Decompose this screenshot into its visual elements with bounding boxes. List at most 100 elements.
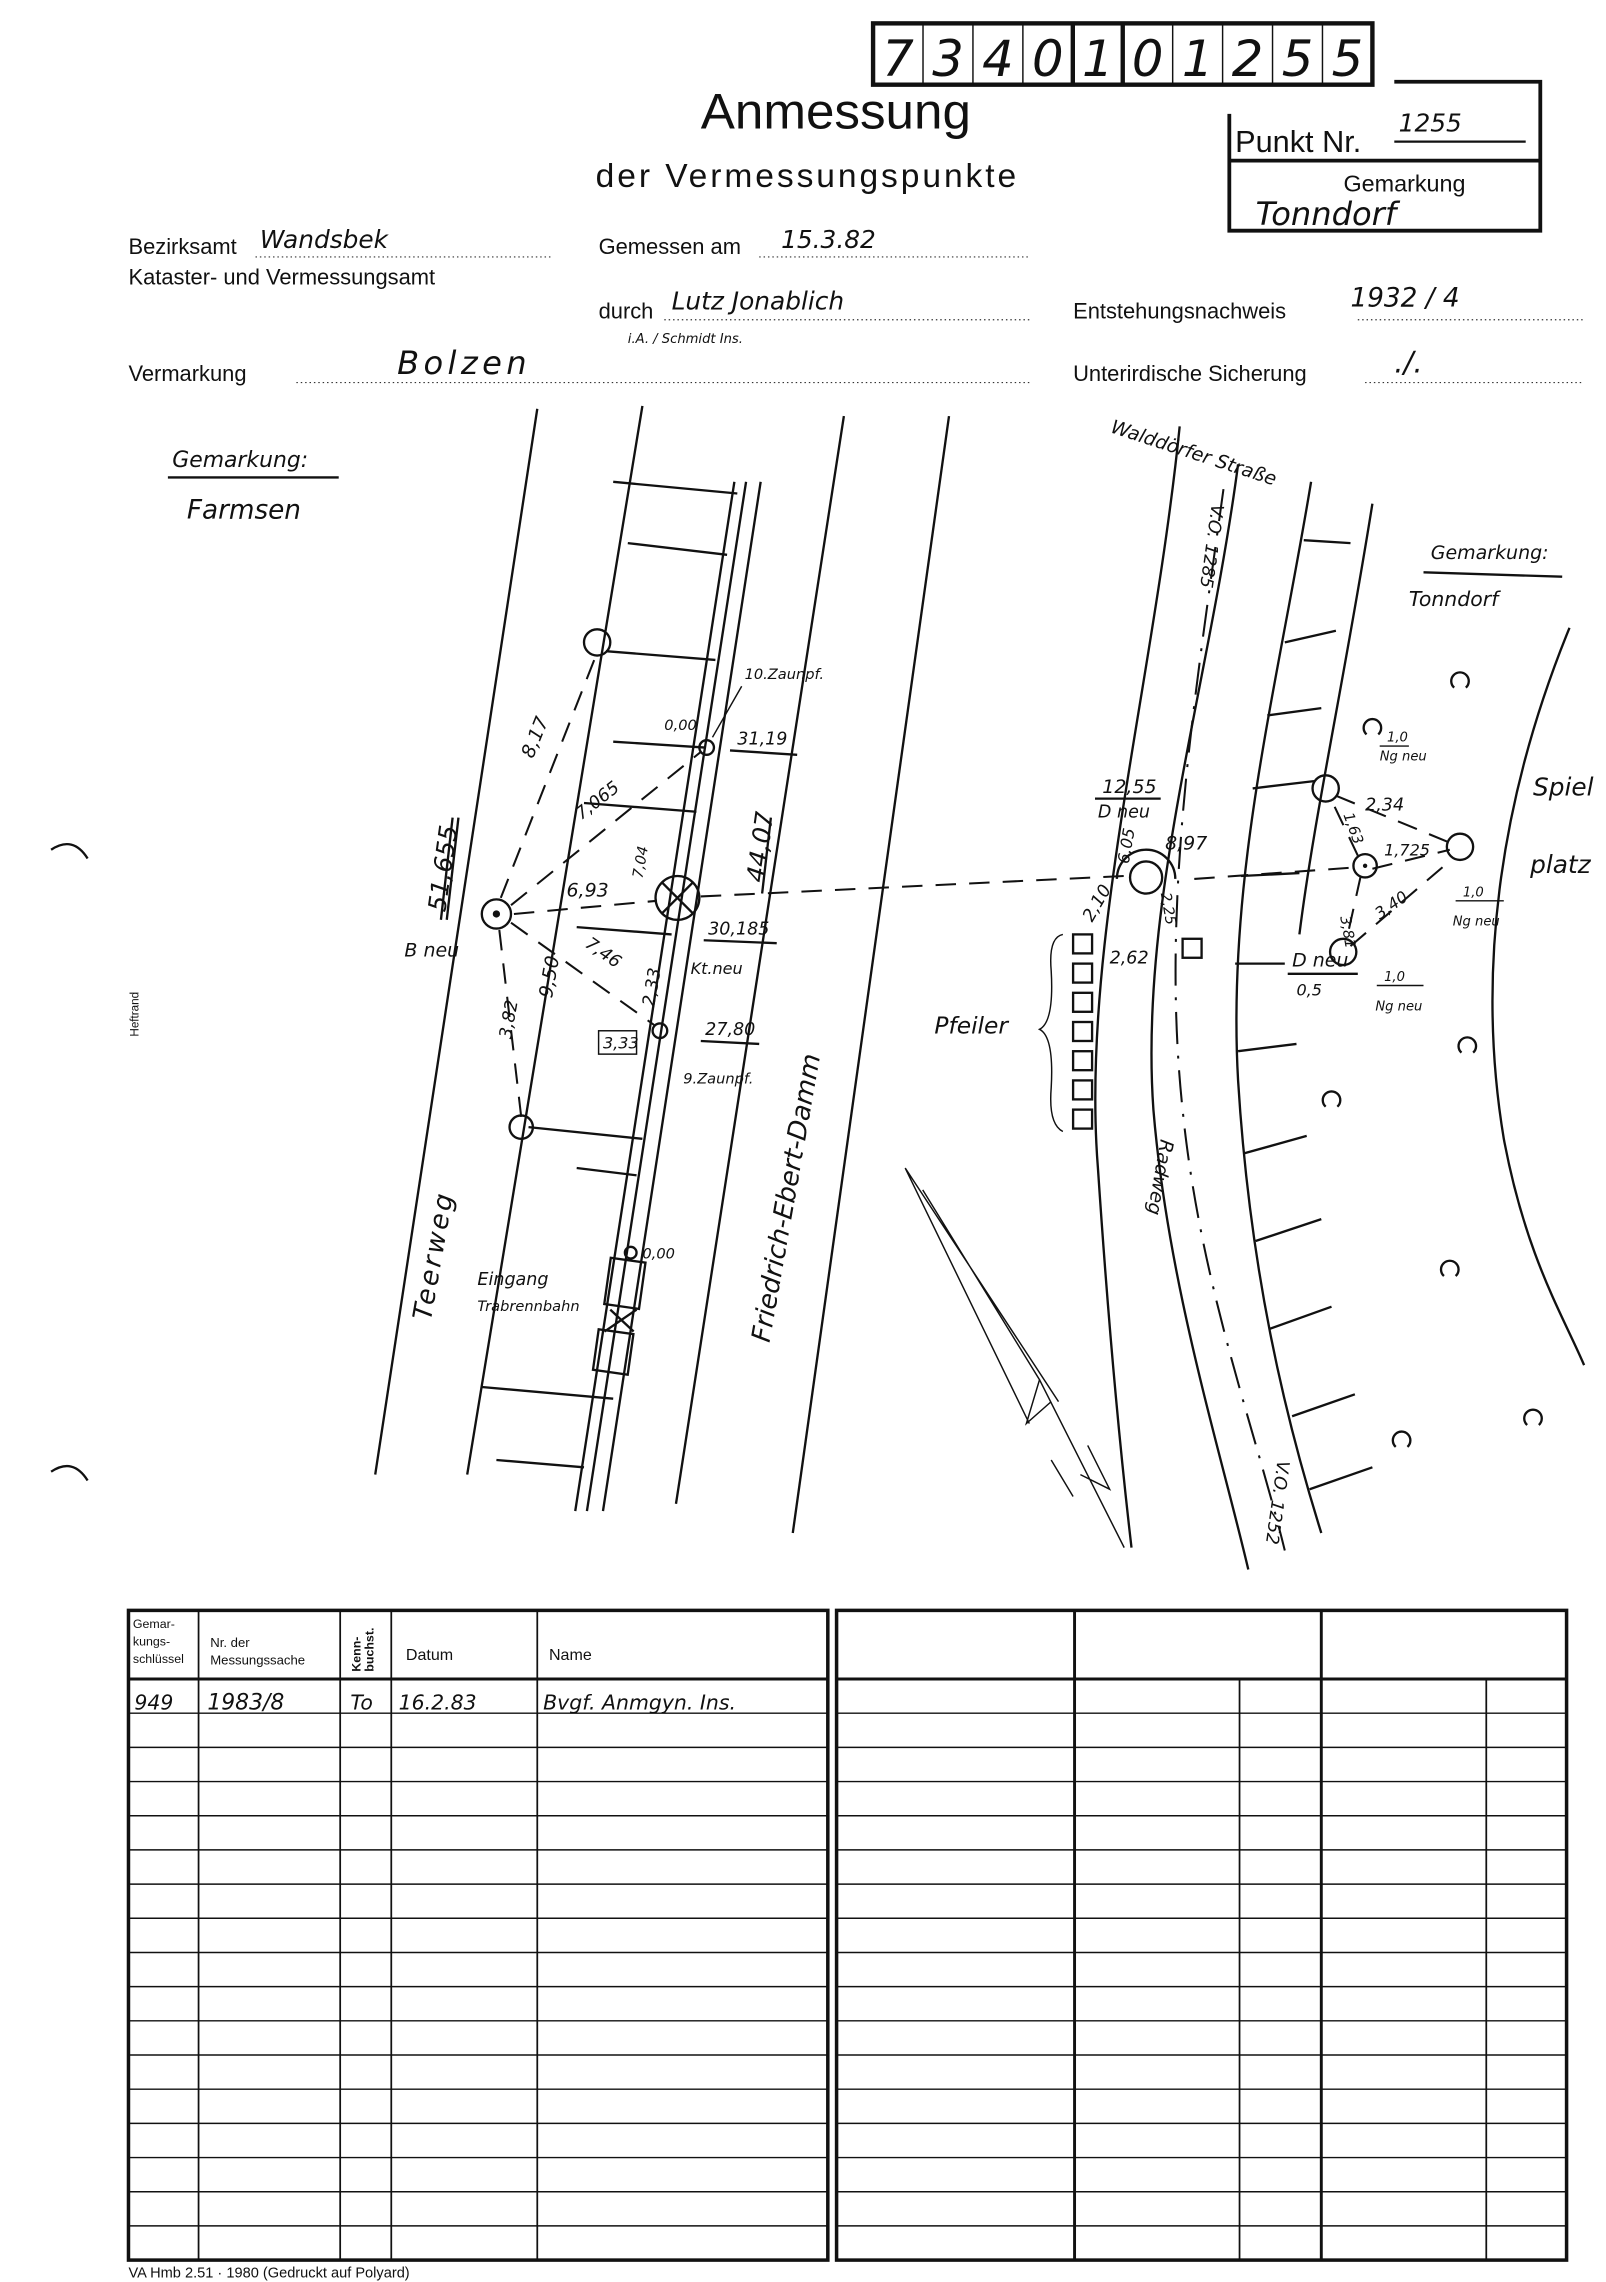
street-walddoerfer: Walddörfer Straße: [1108, 416, 1279, 490]
bush-icon: [1439, 1259, 1460, 1277]
measure-label: 8,97: [1165, 833, 1207, 855]
survey-drawing: Gemarkung: Farmsen: [50, 405, 1594, 1570]
pillar-icon: [1071, 962, 1094, 984]
measure-label: 7,46: [581, 934, 624, 973]
d-neu-bottom-label: D neu: [1292, 950, 1348, 972]
form-footer: VA Hmb 2.51 · 1980 (Gedruckt auf Polyard…: [128, 2266, 409, 2282]
header-name: Name: [549, 1646, 592, 1664]
heftrand-label: Heftrand: [129, 992, 142, 1037]
gemessen-value: 15.3.82: [781, 225, 876, 254]
measure-label: 3,40: [1371, 887, 1411, 923]
pillar-icon: [1181, 937, 1203, 959]
form-subtitle: der Vermessungspunkte: [596, 158, 1019, 195]
measure-label: 0,00: [664, 717, 697, 734]
number-digit: 7: [882, 30, 914, 88]
measure-label: 8,17: [517, 714, 553, 761]
cell-gemarkungsschluessel: 949: [134, 1691, 173, 1715]
measure-label: 2,25: [1157, 891, 1179, 926]
ng-neu-label: Ng neu: [1380, 750, 1427, 765]
measure-label: 27,80: [705, 1020, 755, 1040]
point-kt-marker: [654, 874, 701, 921]
north-arrow-icon: [904, 1167, 1125, 1548]
vermarkung-value: Bolzen: [397, 344, 531, 382]
bush-icon: [1391, 1430, 1412, 1448]
header-kennbuchst: Kenn-buchst.: [350, 1628, 377, 1672]
number-digit: 2: [1232, 30, 1264, 88]
number-digit: 3: [932, 30, 964, 88]
punch-hole-mark: [50, 1464, 89, 1482]
pillar-icon: [1071, 1079, 1094, 1101]
pillar-icon: [1071, 933, 1094, 955]
measure-label: 6,93: [566, 879, 608, 901]
d-neu-top-label: D neu: [1098, 803, 1150, 823]
entstehung-label: Entstehungsnachweis: [1073, 298, 1286, 323]
bezirksamt-value: Wandsbek: [260, 225, 390, 254]
number-digit: 5: [1332, 30, 1364, 88]
spielplatz-label-1: Spiel: [1533, 773, 1594, 802]
punkt-box: Punkt Nr. 1255 Gemarkung Tonndorf: [1227, 79, 1543, 233]
d-neu-bottom-value: 0,5: [1296, 981, 1322, 1000]
measure-label: 7,04: [630, 845, 652, 880]
cell-datum: 16.2.83: [399, 1691, 477, 1715]
street-friedrich-ebert-damm: Friedrich-Ebert-Damm: [747, 1051, 827, 1344]
measure-label: 9,50: [535, 954, 564, 999]
point-b-label: B neu: [404, 939, 459, 961]
durch-value: Lutz Jonablich: [672, 287, 845, 316]
ng-value: 1,0: [1387, 731, 1408, 746]
measure-label: 1,63: [1339, 810, 1366, 846]
measure-label: 2,33: [639, 966, 665, 1008]
durch-note: i.A. / Schmidt Ins.: [628, 332, 743, 347]
ng-value: 1,0: [1384, 970, 1405, 985]
entstehung-value: 1932 / 4: [1351, 284, 1460, 314]
bush-icon: [1321, 1090, 1342, 1108]
cell-kennbuchst: To: [350, 1691, 372, 1715]
vo-bottom-label: V.O. 1252: [1261, 1459, 1293, 1545]
ng-value: 1,0: [1463, 885, 1484, 900]
tree-icon: [1445, 832, 1475, 862]
pillars: [1071, 933, 1203, 1130]
point-1255-marker: [1115, 848, 1177, 895]
embankment-ticks: [1235, 539, 1373, 1491]
left-table-frame: [126, 1608, 830, 2262]
form-title: Anmessung: [701, 83, 971, 139]
number-digit: 4: [982, 30, 1014, 88]
zaunpfahl-10-label: 10.Zaunpf.: [745, 666, 824, 683]
bush-icon: [1523, 1408, 1543, 1426]
measure-label: 3,81: [1336, 915, 1358, 950]
sicherung-value: ./.: [1394, 345, 1422, 379]
measure-label: 30,185: [708, 919, 769, 939]
measure-label: 1,725: [1384, 841, 1430, 860]
bush-icon: [1362, 717, 1383, 736]
fence-ticks: [481, 480, 738, 1469]
measure-label: 3,82: [496, 999, 522, 1041]
number-digit: 1: [1182, 30, 1214, 88]
zaunpfahl-9-label: 9.Zaunpf.: [683, 1070, 753, 1087]
pillar-icon: [1071, 1108, 1094, 1130]
tree-icon: [1328, 937, 1358, 967]
measure-label: 12,55: [1102, 776, 1156, 798]
kataster-label: Kataster- und Vermessungsamt: [128, 265, 435, 290]
gemarkung-left-value: Farmsen: [187, 495, 301, 525]
table-row: 949 1983/8 To 16.2.83 Bvgf. Anmgyn. Ins.: [134, 1691, 736, 1716]
gate-icon: [591, 1245, 647, 1376]
measure-label: 0,00: [642, 1246, 675, 1263]
cell-messungssache: 1983/8: [207, 1691, 284, 1716]
gemarkung-label: Gemarkung: [1343, 170, 1465, 196]
durch-label: durch: [599, 298, 654, 323]
header-datum: Datum: [406, 1646, 453, 1664]
number-digit: 1: [1082, 30, 1114, 88]
punch-hole-mark: [50, 842, 89, 860]
pfeiler-label: Pfeiler: [934, 1012, 1009, 1040]
gemarkung-value: Tonndorf: [1256, 195, 1401, 233]
measure-label: 6,05: [1114, 827, 1139, 865]
right-table-frame: [834, 1608, 1569, 2262]
trabrennbahn-label: Trabrennbahn: [477, 1298, 579, 1315]
number-digit: 0: [1132, 30, 1164, 88]
bezirksamt-label: Bezirksamt: [128, 234, 236, 259]
vo-top-label: V.O. 1285: [1195, 503, 1227, 589]
eingang-label: Eingang: [477, 1270, 548, 1290]
kt-neu-label: Kt.neu: [691, 959, 743, 978]
